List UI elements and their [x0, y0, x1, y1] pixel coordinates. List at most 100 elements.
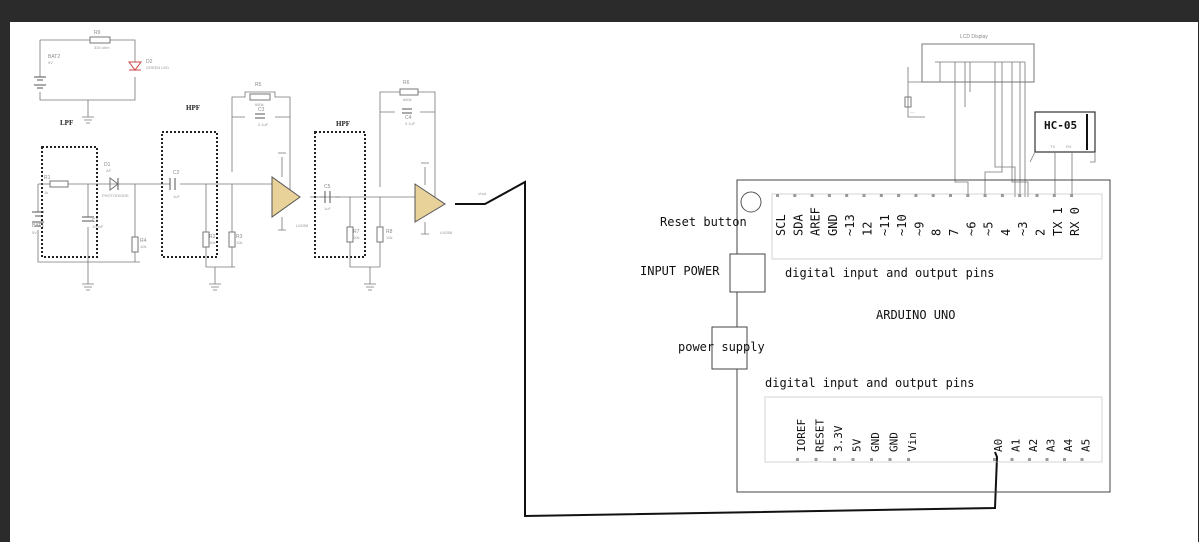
c4-ref: C4	[405, 115, 412, 121]
r2-val: 10k	[209, 240, 215, 245]
hpf1-section: HPF C2 1uF R2 10k R3 10k R5 680k C3 0.1u…	[120, 82, 340, 291]
pin-br-3: A3	[1045, 439, 1058, 452]
c4-val: 0.1uF	[405, 121, 416, 126]
pin-pad-top-1	[793, 194, 797, 197]
pin-pad-top-10	[949, 194, 952, 197]
hpf2-label: HPF	[336, 120, 350, 128]
lpf-label: LPF	[60, 119, 73, 127]
r9-ref: R9	[94, 30, 101, 36]
reset-button-label: Reset button	[660, 215, 747, 229]
hc05-label: HC-05	[1044, 119, 1077, 132]
bat2-val: 9V	[48, 60, 53, 65]
hc05-module: HC-05 TX RX	[1029, 111, 1096, 197]
d1-val: PHOTODIODE	[102, 193, 129, 198]
pot-label: ~~	[910, 110, 915, 115]
hc05-rx: RX	[1066, 144, 1072, 149]
pin-pad-bl-0	[796, 458, 799, 461]
pin-pad-top-6	[879, 194, 883, 197]
pin-top-13: 4	[999, 229, 1013, 236]
power-supply-label: power supply	[678, 340, 765, 354]
pin-bl-0: IOREF	[795, 419, 808, 452]
vout-wire	[455, 180, 999, 518]
bat1-ref: BAT1	[32, 223, 44, 229]
pin-pad-br-5	[1080, 458, 1084, 461]
pin-top-5: 12	[861, 222, 875, 236]
pin-bl-1: RESET	[814, 419, 827, 452]
pin-top-2: AREF	[809, 207, 823, 236]
pin-pad-top-11	[966, 194, 970, 197]
pin-br-0: A0	[992, 439, 1005, 452]
r7-ref: R7	[353, 229, 360, 235]
r6-ref: R6	[403, 80, 410, 86]
c2-val: 1uF	[173, 194, 180, 199]
c3-ref: C3	[258, 107, 265, 113]
d2-val: GREEN LED	[146, 65, 169, 70]
r3-val: 10k	[236, 240, 242, 245]
c1-val: 100nF	[92, 224, 104, 229]
r1-ref: R1	[44, 175, 51, 181]
hpf2-section: HPF C5 1uF R7 10k R8 10k R6 680k C4 0.1u…	[314, 80, 487, 291]
u2-ref: LM358	[440, 230, 453, 235]
pin-pad-top-2	[810, 194, 814, 197]
pin-bl-2: 3.3V	[832, 425, 845, 452]
r4-ref: R4	[140, 238, 147, 244]
pin-pad-br-3	[1045, 458, 1049, 461]
pin-top-3: GND	[826, 214, 840, 236]
pin-bl-4: GND	[869, 432, 882, 452]
pin-br-5: A5	[1080, 439, 1093, 452]
arduino-board	[711, 179, 1111, 493]
diagram-canvas: BAT2 9V R9 330 ohm D2 GREEN LED LPF R1 1…	[10, 22, 1198, 542]
pin-pad-br-4	[1063, 458, 1066, 461]
r5-val: 680k	[255, 102, 264, 107]
r4-val: 10k	[140, 244, 146, 249]
pin-top-9: 8	[930, 229, 944, 236]
r3-ref: R3	[236, 234, 243, 240]
pin-pad-top-4	[845, 194, 849, 197]
r2-ref: R2	[209, 234, 216, 240]
pin-pad-bl-4	[870, 458, 873, 461]
u1-ref: LM358	[296, 223, 309, 228]
pin-top-11: ~6	[964, 222, 978, 236]
pin-pad-top-9	[931, 194, 935, 197]
pin-pad-br-1	[1010, 458, 1014, 461]
r9-val: 330 ohm	[94, 45, 110, 50]
r5-ref: R5	[255, 82, 262, 88]
pin-pad-bl-3	[851, 458, 855, 461]
pin-pad-bl-1	[814, 458, 818, 461]
pin-pad-top-17	[1070, 194, 1074, 197]
pin-bl-3: 5V	[851, 438, 864, 452]
pin-pad-br-0	[993, 458, 996, 461]
pin-pad-top-14	[1018, 194, 1022, 197]
pin-br-1: A1	[1010, 439, 1023, 452]
c1-ref: C1	[92, 218, 99, 224]
pin-bl-5: GND	[888, 432, 901, 452]
r7-val: 10k	[353, 235, 359, 240]
pin-pad-br-2	[1028, 458, 1031, 461]
pin-br-4: A4	[1062, 438, 1075, 452]
pin-pad-top-5	[862, 194, 866, 197]
hpf1-label: HPF	[186, 104, 200, 112]
c5-ref: C5	[324, 184, 331, 190]
d2-ref: D2	[146, 59, 153, 65]
r8-ref: R8	[386, 229, 393, 235]
digital-top-label: digital input and output pins	[785, 266, 995, 280]
pin-top-8: ~9	[912, 222, 926, 236]
input-power-label: INPUT POWER	[640, 264, 720, 278]
arduino-bottom-pins-right: A0 A1 A2 A3 A4 A5	[992, 438, 1093, 461]
pin-top-1: SDA	[791, 214, 805, 236]
pin-top-12: ~5	[982, 222, 996, 236]
circuit-schematic: BAT2 9V R9 330 ohm D2 GREEN LED LPF R1 1…	[32, 30, 1111, 518]
pin-top-15: 2	[1034, 229, 1048, 236]
pin-top-16: TX 1	[1051, 207, 1065, 236]
d1-ref: D1	[104, 162, 111, 168]
pin-top-6: ~11	[878, 214, 892, 236]
bat2-ref: BAT2	[48, 54, 60, 60]
indicator-loop: BAT2 9V R9 330 ohm D2 GREEN LED	[34, 30, 169, 124]
vout-label: Vout	[478, 191, 487, 196]
pin-br-2: A2	[1027, 439, 1040, 452]
digital-bottom-label: digital input and output pins	[765, 376, 975, 390]
c5-val: 1uF	[324, 206, 331, 211]
pin-pad-top-0	[776, 194, 779, 197]
